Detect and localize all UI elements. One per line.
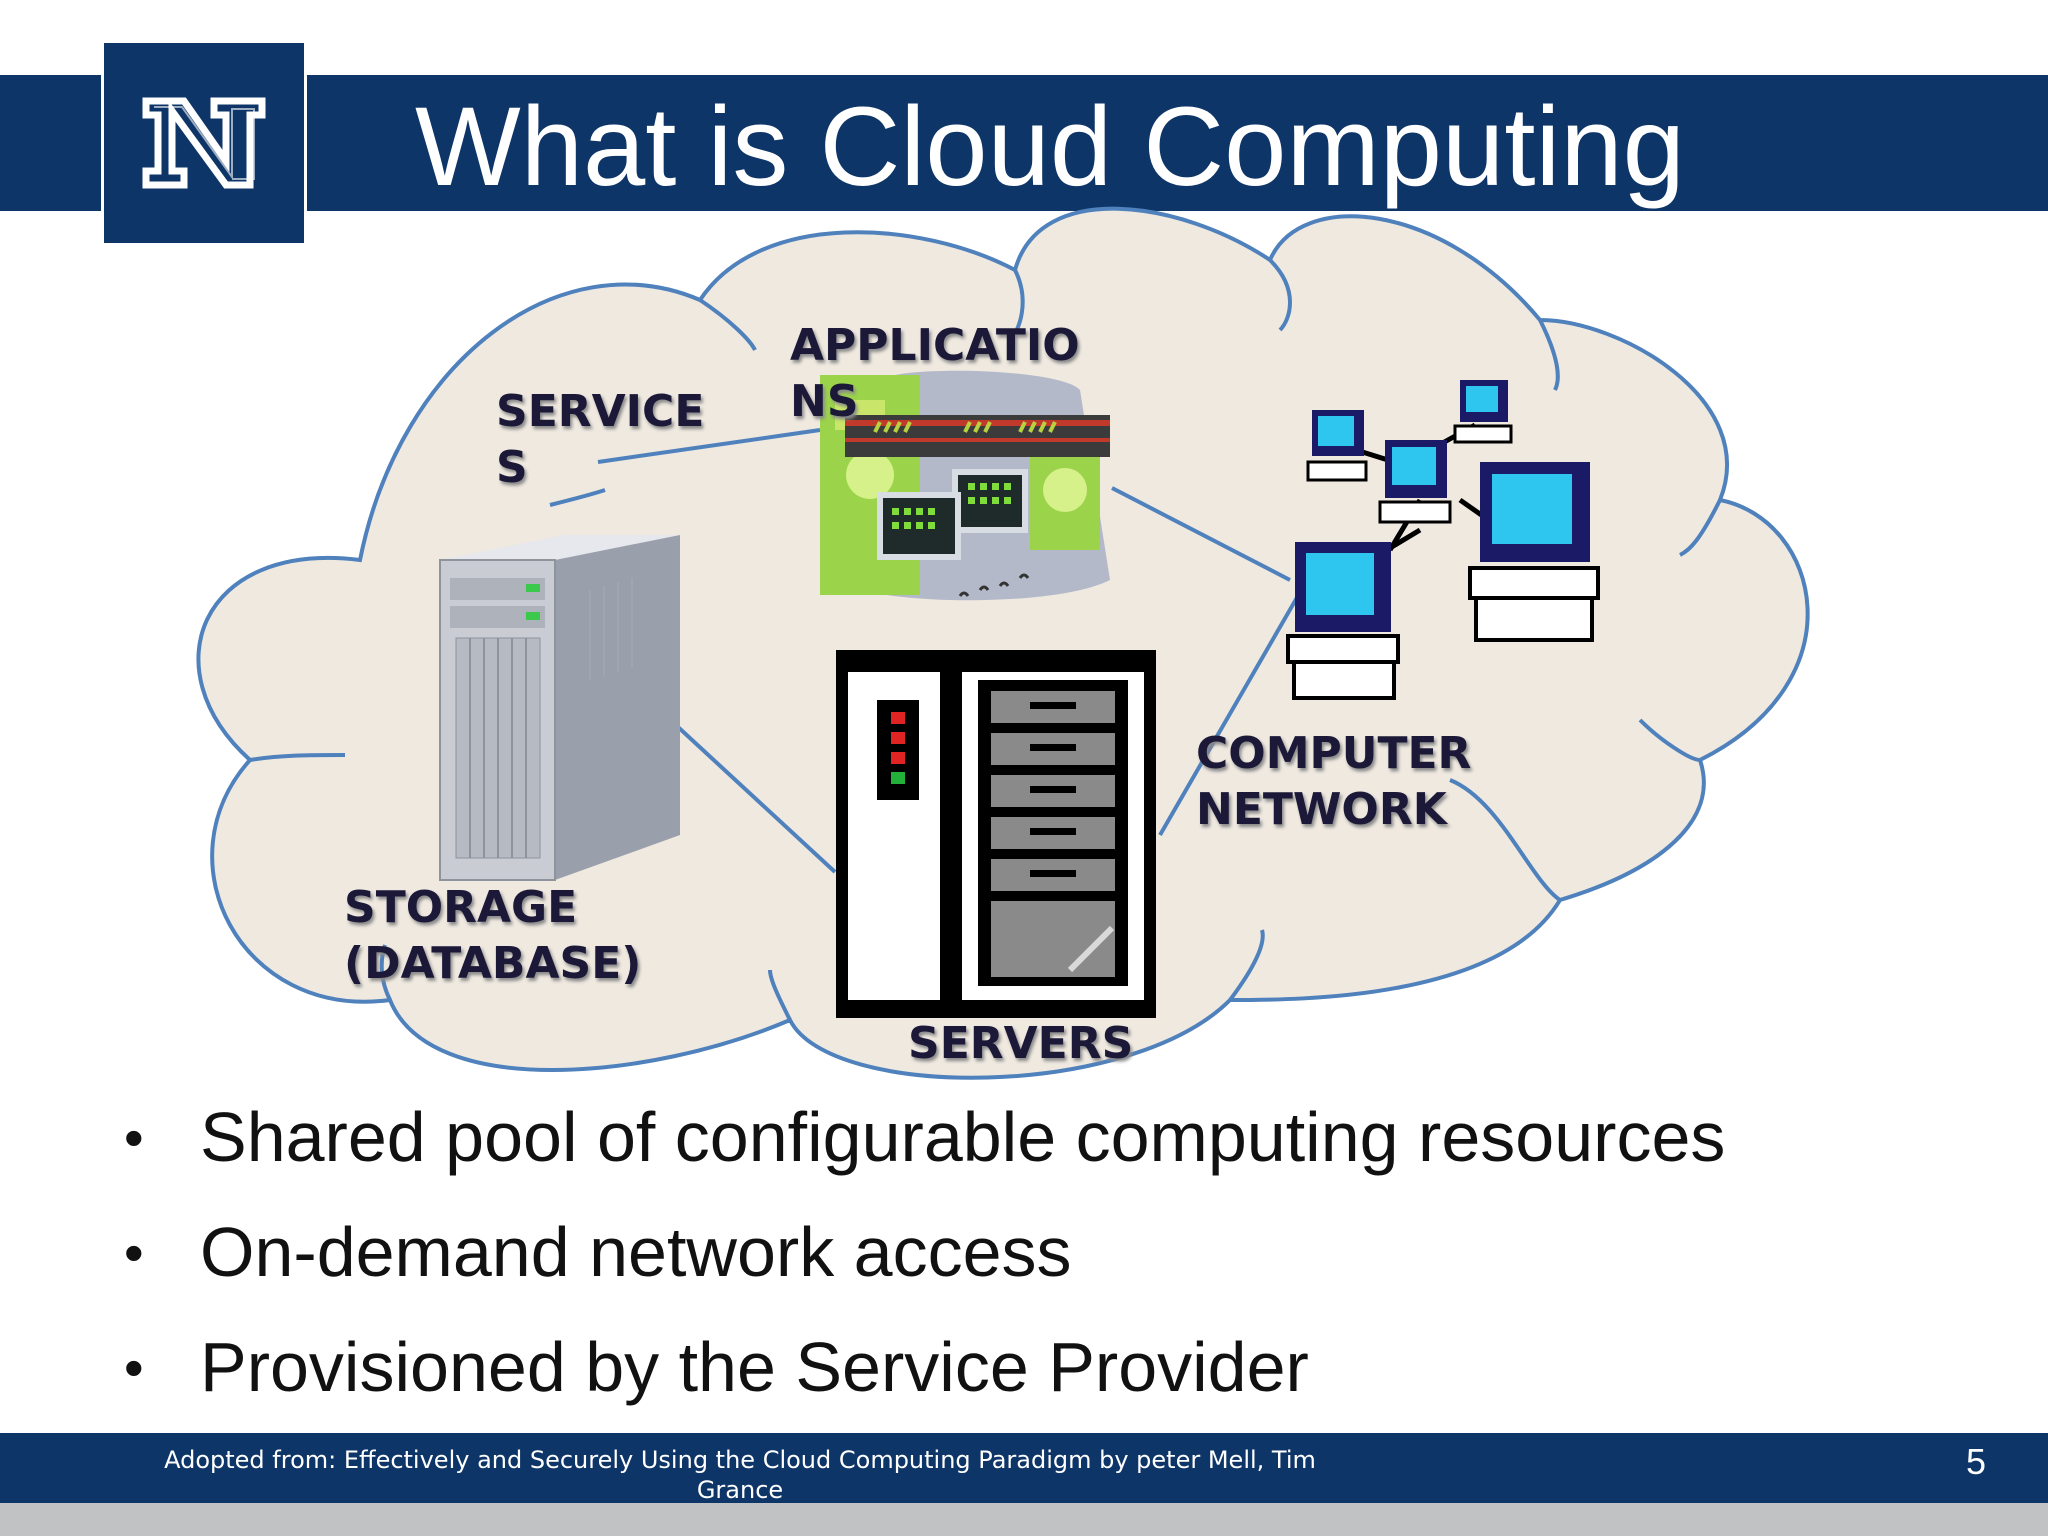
bullet-item: • On-demand network access: [120, 1195, 1920, 1310]
bullet-dot-icon: •: [124, 1310, 144, 1425]
footer-scroll-strip: [0, 1503, 2048, 1536]
bullet-text: Provisioned by the Service Provider: [200, 1328, 1309, 1406]
bullet-item: • Provisioned by the Service Provider: [120, 1310, 1920, 1425]
label-storage: STORAGE (DATABASE): [344, 880, 641, 992]
bullet-text: Shared pool of configurable computing re…: [200, 1098, 1725, 1176]
bullet-dot-icon: •: [124, 1195, 144, 1310]
slide-title: What is Cloud Computing: [415, 82, 1685, 212]
label-applications: APPLICATIO NS: [790, 318, 1080, 430]
slide-number: 5: [1966, 1440, 1986, 1484]
bullet-text: On-demand network access: [200, 1213, 1072, 1291]
footer-citation: Adopted from: Effectively and Securely U…: [160, 1445, 1320, 1505]
server-rack-icon: [836, 650, 1156, 1018]
label-servers: SERVERS: [908, 1016, 1133, 1072]
bullet-dot-icon: •: [124, 1080, 144, 1195]
label-services: SERVICE S: [496, 384, 704, 496]
storage-server-icon: [440, 535, 680, 880]
label-computer-network: COMPUTER NETWORK: [1196, 726, 1471, 838]
bullet-item: • Shared pool of configurable computing r…: [120, 1080, 1920, 1195]
bullet-list: • Shared pool of configurable computing r…: [120, 1080, 1920, 1425]
